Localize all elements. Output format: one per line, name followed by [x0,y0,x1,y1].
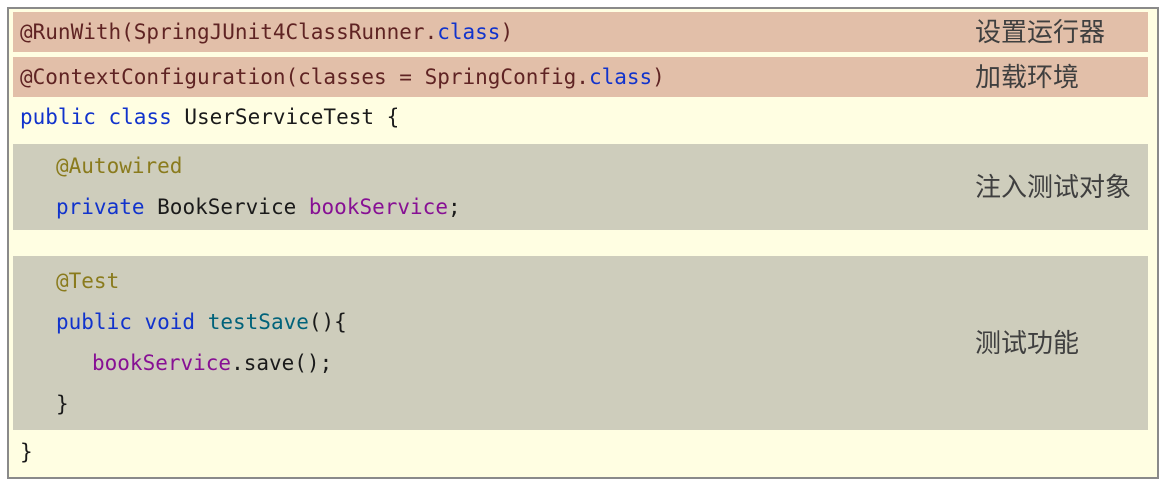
callout-test-function: 测试功能 [975,328,1080,358]
token-save-call: .save(); [231,351,333,375]
callout-set-runner: 设置运行器 [975,17,1106,47]
code-line-runwith: @RunWith(SpringJUnit4ClassRunner.class) [13,12,1148,52]
token-keyword-class: class [588,65,653,89]
token-method-testsave: testSave [207,310,309,334]
code-line-class-close: } [13,432,1148,473]
token-keyword-public-class: public class [20,105,172,129]
code-line-method-close: } [13,384,1148,425]
callout-load-environment: 加载环境 [975,62,1080,92]
code-line-class-declaration: public class UserServiceTest { [13,97,1148,138]
token-keyword-private: private [56,195,145,219]
token-annotation: @RunWith(SpringJUnit4ClassRunner. [20,20,438,44]
code-line-save-call: bookService.save(); [13,343,1148,384]
token-class-name: UserServiceTest { [171,105,400,129]
token-type-bookservice: BookService [144,195,309,219]
token-space [195,310,208,334]
highlight-block-inject: @Autowired private BookService bookServi… [13,144,1148,230]
token-field-bookservice: bookService [308,195,448,219]
code-line-method-signature: public void testSave(){ [13,302,1148,343]
token-field-bookservice: bookService [92,351,232,375]
highlight-block-test-method: @Test public void testSave(){ bookServic… [13,256,1148,430]
callout-inject-test-object: 注入测试对象 [975,172,1132,202]
highlight-bar-runwith: @RunWith(SpringJUnit4ClassRunner.class) … [13,12,1148,52]
token-close-brace: } [56,392,69,416]
token-braces: (){ [308,310,347,334]
token-close-brace: } [20,440,33,464]
code-line-context-configuration: @ContextConfiguration(classes = SpringCo… [13,57,1148,97]
token-keyword-public-void: public void [56,310,196,334]
token-paren: ) [500,20,514,44]
token-keyword-class: class [437,20,501,44]
highlight-bar-context-configuration: @ContextConfiguration(classes = SpringCo… [13,57,1148,97]
token-annotation-autowired: @Autowired [56,154,183,178]
code-line-test-annotation: @Test [13,261,1148,302]
token-annotation: @ContextConfiguration(classes = SpringCo… [20,65,589,89]
code-line-autowired: @Autowired [13,146,1148,187]
token-annotation-test: @Test [56,269,120,293]
token-semicolon: ; [447,195,461,219]
code-line-field: private BookService bookService; [13,187,1148,228]
token-paren: ) [652,65,665,89]
code-panel: @RunWith(SpringJUnit4ClassRunner.class) … [7,7,1159,479]
